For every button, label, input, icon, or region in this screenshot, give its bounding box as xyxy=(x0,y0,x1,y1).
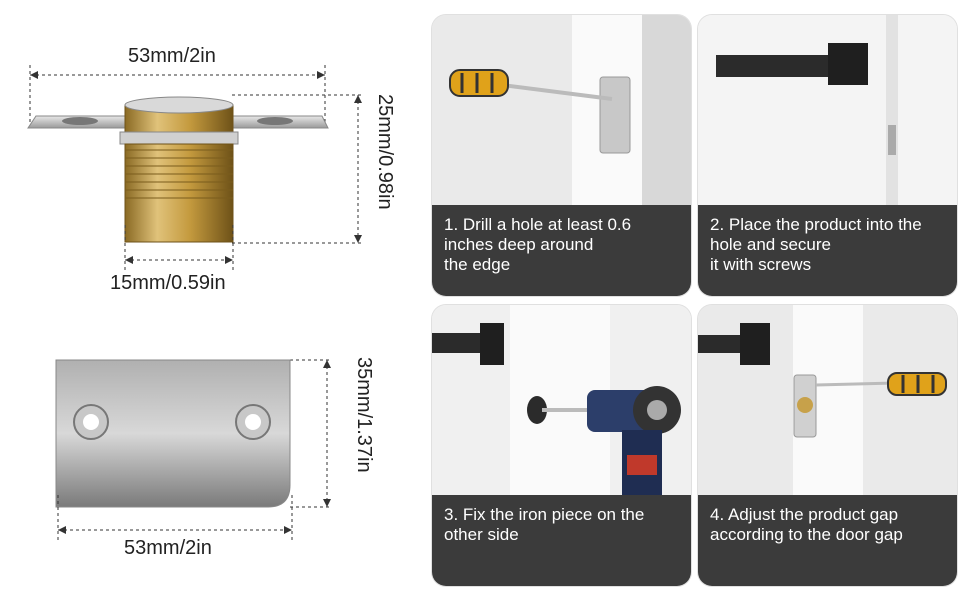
adjust-gap-illustration xyxy=(698,305,957,495)
latch-diagram xyxy=(27,65,362,270)
latch-height-label: 25mm/0.98in xyxy=(374,94,396,210)
drill-hole-illustration xyxy=(432,15,691,205)
plate-height-label: 35mm/1.37in xyxy=(353,357,375,473)
latch-barrel-label: 15mm/0.59in xyxy=(110,272,226,294)
place-product-illustration xyxy=(698,15,957,205)
latch-width-label: 53mm/2in xyxy=(128,45,216,67)
fix-iron-piece-illustration xyxy=(432,305,691,495)
strike-plate-diagram xyxy=(55,359,331,540)
plate-width-label: 53mm/2in xyxy=(124,537,212,559)
